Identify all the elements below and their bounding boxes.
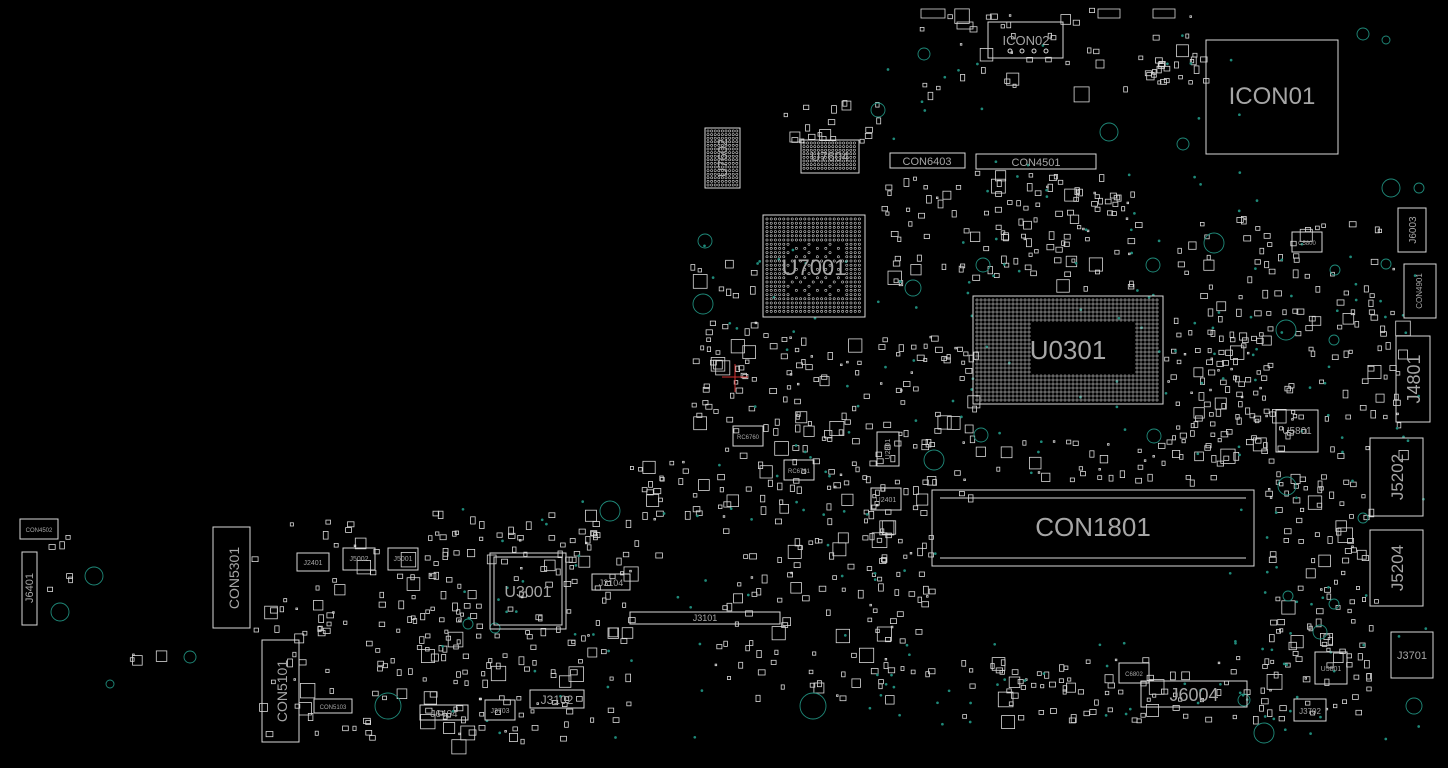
label-c6802: C6802 <box>1125 672 1143 678</box>
chip-u2401[interactable]: U2401 <box>870 487 902 511</box>
chip-u3001[interactable]: U3001 <box>489 552 567 630</box>
connector-con5103[interactable]: CON5103 <box>313 698 353 714</box>
connector-j4801[interactable]: J4801 <box>1395 335 1431 423</box>
connector-con4901[interactable]: CON4901 <box>1403 263 1437 319</box>
label-j5202: J5202 <box>1388 454 1407 500</box>
connector-j3703[interactable]: J3703 <box>484 699 516 721</box>
label-j3701: J3701 <box>1397 650 1427 662</box>
chip-u2801[interactable]: U2801 <box>876 431 900 467</box>
label-icon01: ICON01 <box>1229 83 1316 110</box>
connector-icon02[interactable]: ICON02 <box>987 21 1064 59</box>
connector-j3701[interactable]: J3701 <box>1390 631 1434 679</box>
chip-u7604[interactable]: U7604 <box>800 139 860 174</box>
label-j6401: J6401 <box>24 573 36 603</box>
label-con5103: CON5103 <box>320 705 347 711</box>
via-layer <box>50 27 1428 744</box>
label-j3101: J3101 <box>693 613 718 623</box>
crosshair-marker-icon <box>722 364 748 392</box>
label-j5001: J5001 <box>393 556 412 563</box>
connector-j5202[interactable]: J5202 <box>1369 437 1424 517</box>
connector-j3102[interactable]: J3102 <box>529 689 585 709</box>
connector-con4501[interactable]: CON4501 <box>975 153 1097 170</box>
chip-u5801[interactable]: U5801 <box>1275 409 1319 453</box>
chip-rc6761[interactable]: RC6761 <box>783 459 815 481</box>
connector-j3702[interactable]: J3702 <box>1293 698 1327 722</box>
label-icon02: ICON02 <box>1003 33 1050 48</box>
label-j3102: J3102 <box>541 693 574 707</box>
label-j3703: J3703 <box>490 708 509 715</box>
label-u3001: U3001 <box>504 584 551 601</box>
label-j3104: J3104 <box>599 578 624 588</box>
label-con1801: CON1801 <box>1035 512 1151 542</box>
connector-j5002[interactable]: J5002 <box>342 547 376 571</box>
label-con4502: CON4502 <box>26 528 53 534</box>
connector-j6004[interactable]: J6004 <box>1140 680 1248 708</box>
chip-rc6760[interactable]: RC6760 <box>732 425 764 447</box>
label-j5002: J5002 <box>349 556 368 563</box>
label-u5801: U5801 <box>1282 426 1312 437</box>
chip-u7602[interactable]: U7602 <box>704 127 741 189</box>
label-j6404: J6404 <box>430 709 458 720</box>
label-u2401: U2401 <box>876 497 897 504</box>
label-con4501: CON4501 <box>1012 157 1061 169</box>
label-con5301: CON5301 <box>226 547 242 609</box>
connector-j3104[interactable]: J3104 <box>591 573 631 591</box>
connector-j6003[interactable]: J6003 <box>1397 207 1427 253</box>
cpu-u0301[interactable]: U0301 <box>972 295 1164 405</box>
label-u7602: U7602 <box>715 139 730 177</box>
chip-u5801b[interactable]: U5801 <box>1314 651 1348 685</box>
connector-con5301[interactable]: CON5301 <box>212 526 251 629</box>
connector-con1801[interactable]: CON1801 <box>931 489 1255 567</box>
connector-j6404[interactable]: J6404 <box>419 704 469 721</box>
chip-u7001[interactable]: U7001 <box>762 214 866 318</box>
connector-j3101[interactable]: J3101 <box>629 611 781 625</box>
label-j2401: J2401 <box>303 560 322 567</box>
label-con6403: CON6403 <box>903 156 952 168</box>
label-j6003: J6003 <box>1408 216 1419 244</box>
connector-j2401[interactable]: J2401 <box>296 552 330 572</box>
label-u7001: U7001 <box>782 255 847 280</box>
connector-j5001[interactable]: J5001 <box>387 547 419 571</box>
connector-con6403[interactable]: CON6403 <box>889 152 966 169</box>
label-j6004: J6004 <box>1169 685 1218 705</box>
label-u0301: U0301 <box>1030 335 1107 365</box>
connector-j6401[interactable]: J6401 <box>21 551 38 626</box>
label-j3702: J3702 <box>1299 707 1321 716</box>
connector-con5101[interactable]: CON5101 <box>261 639 300 743</box>
connector-con4502[interactable]: CON4502 <box>19 518 59 540</box>
label-j4801: J4801 <box>1404 354 1424 403</box>
connector-icon01[interactable]: ICON01 <box>1205 39 1339 155</box>
label-u5801b: U5801 <box>1321 666 1342 673</box>
chip-c6802[interactable]: C6802 <box>1118 662 1150 684</box>
connector-j5204[interactable]: J5204 <box>1369 529 1424 607</box>
label-rc6761: RC6761 <box>788 469 811 475</box>
label-con4901: CON4901 <box>1415 273 1424 309</box>
label-con5101: CON5101 <box>274 660 290 722</box>
label-u2801: U2801 <box>885 439 892 460</box>
label-rc6760: RC6760 <box>737 435 760 441</box>
label-j5204: J5204 <box>1388 545 1407 591</box>
bga-ball-layer <box>706 129 1159 402</box>
label-u7604: U7604 <box>811 149 849 164</box>
label-c5800: C5800 <box>1298 241 1316 247</box>
chip-c5800[interactable]: C5800 <box>1291 231 1323 253</box>
